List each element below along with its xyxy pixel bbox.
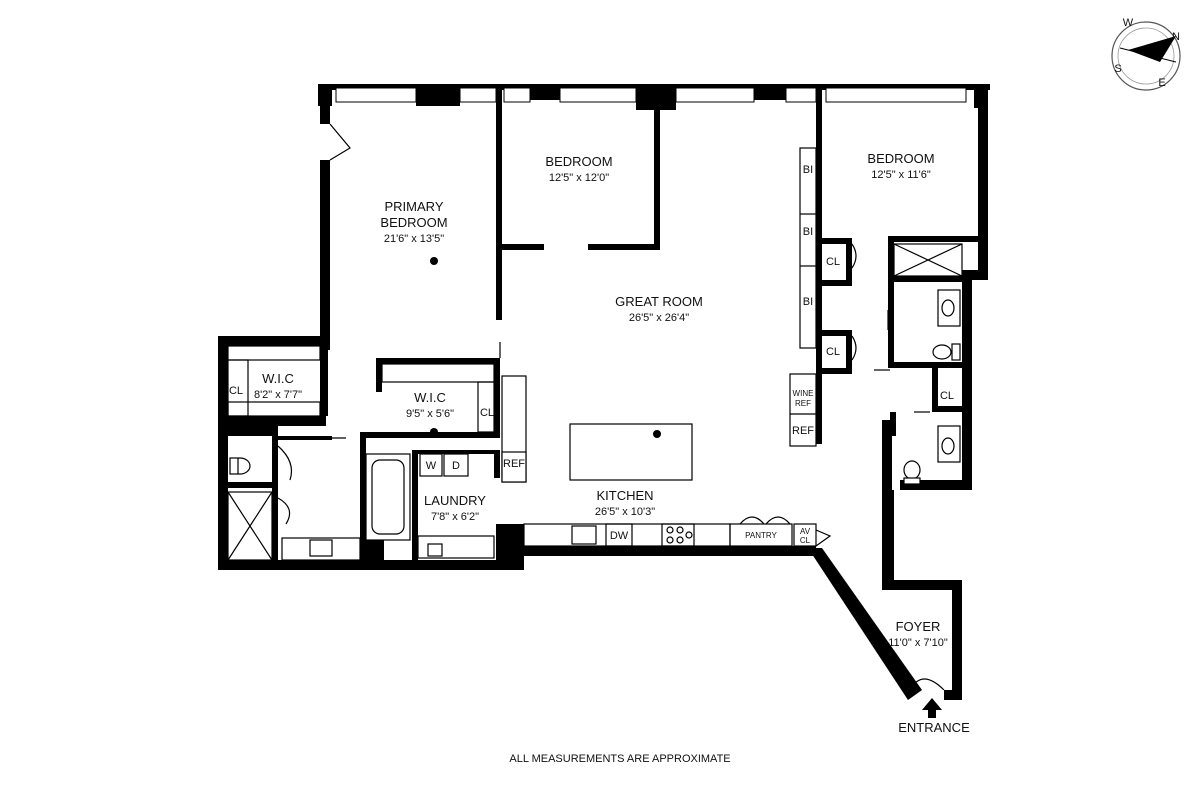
kitchen-label: KITCHEN xyxy=(596,488,653,503)
closet-label: CL xyxy=(826,346,840,358)
bedroom-center-size: 12'5" x 12'0" xyxy=(549,172,609,184)
wine-ref-label-2: REF xyxy=(795,399,811,408)
primary-bedroom-size: 21'6" x 13'5" xyxy=(384,233,444,245)
entrance-label: ENTRANCE xyxy=(898,720,970,735)
primary-bedroom-label-2: BEDROOM xyxy=(380,215,447,230)
built-in-label: BI xyxy=(803,226,813,238)
interior-walls xyxy=(218,84,978,564)
ceiling-light xyxy=(430,257,438,265)
ceiling-light xyxy=(653,430,661,438)
great-room-size: 26'5" x 26'4" xyxy=(629,312,689,324)
footer-note: ALL MEASUREMENTS ARE APPROXIMATE xyxy=(509,753,730,765)
built-in-label: BI xyxy=(803,296,813,308)
wic-center-size: 9'5" x 5'6" xyxy=(406,408,454,420)
compass-s-label: S xyxy=(1114,63,1121,75)
wic-left-size: 8'2" x 7'7" xyxy=(254,389,302,401)
closet-label: CL xyxy=(480,407,494,419)
entrance-arrow-icon xyxy=(922,698,942,718)
diagonal-wall xyxy=(808,548,922,700)
washer-label: W xyxy=(426,460,437,472)
wic-left-label: W.I.C xyxy=(262,371,294,386)
closet-label: CL xyxy=(940,390,954,402)
dryer-label: D xyxy=(452,460,460,472)
great-room-label: GREAT ROOM xyxy=(615,294,703,309)
laundry-label: LAUNDRY xyxy=(424,493,486,508)
laundry-size: 7'8" x 6'2" xyxy=(431,511,479,523)
compass-e-label: E xyxy=(1158,77,1165,89)
wine-ref-label: WINE xyxy=(793,389,814,398)
compass-n-label: N xyxy=(1172,31,1180,43)
built-in-label: BI xyxy=(803,164,813,176)
exterior-walls xyxy=(218,84,990,700)
refrigerator-label: REF xyxy=(792,425,814,437)
fixtures xyxy=(227,123,963,691)
kitchen-island xyxy=(569,423,693,481)
bedroom-right-size: 12'5" x 11'6" xyxy=(871,169,931,181)
bedroom-center-label: BEDROOM xyxy=(545,154,612,169)
refrigerator-label: REF xyxy=(503,458,525,470)
compass-w-label: W xyxy=(1123,17,1134,29)
closet-label: CL xyxy=(826,256,840,268)
ceiling-light xyxy=(430,428,438,436)
closet-label: CL xyxy=(229,385,243,397)
wic-center-label: W.I.C xyxy=(414,390,446,405)
foyer-label: FOYER xyxy=(896,619,941,634)
compass-icon xyxy=(1111,21,1181,91)
av-closet-label: AV xyxy=(800,527,811,536)
pantry-label: PANTRY xyxy=(745,531,777,540)
av-closet-label-2: CL xyxy=(800,536,811,545)
bedroom-right-label: BEDROOM xyxy=(867,151,934,166)
primary-bedroom-label: PRIMARY xyxy=(385,199,444,214)
dishwasher-label: DW xyxy=(610,530,629,542)
kitchen-size: 26'5" x 10'3" xyxy=(595,506,655,518)
foyer-size: 11'0" x 7'10" xyxy=(888,637,948,649)
